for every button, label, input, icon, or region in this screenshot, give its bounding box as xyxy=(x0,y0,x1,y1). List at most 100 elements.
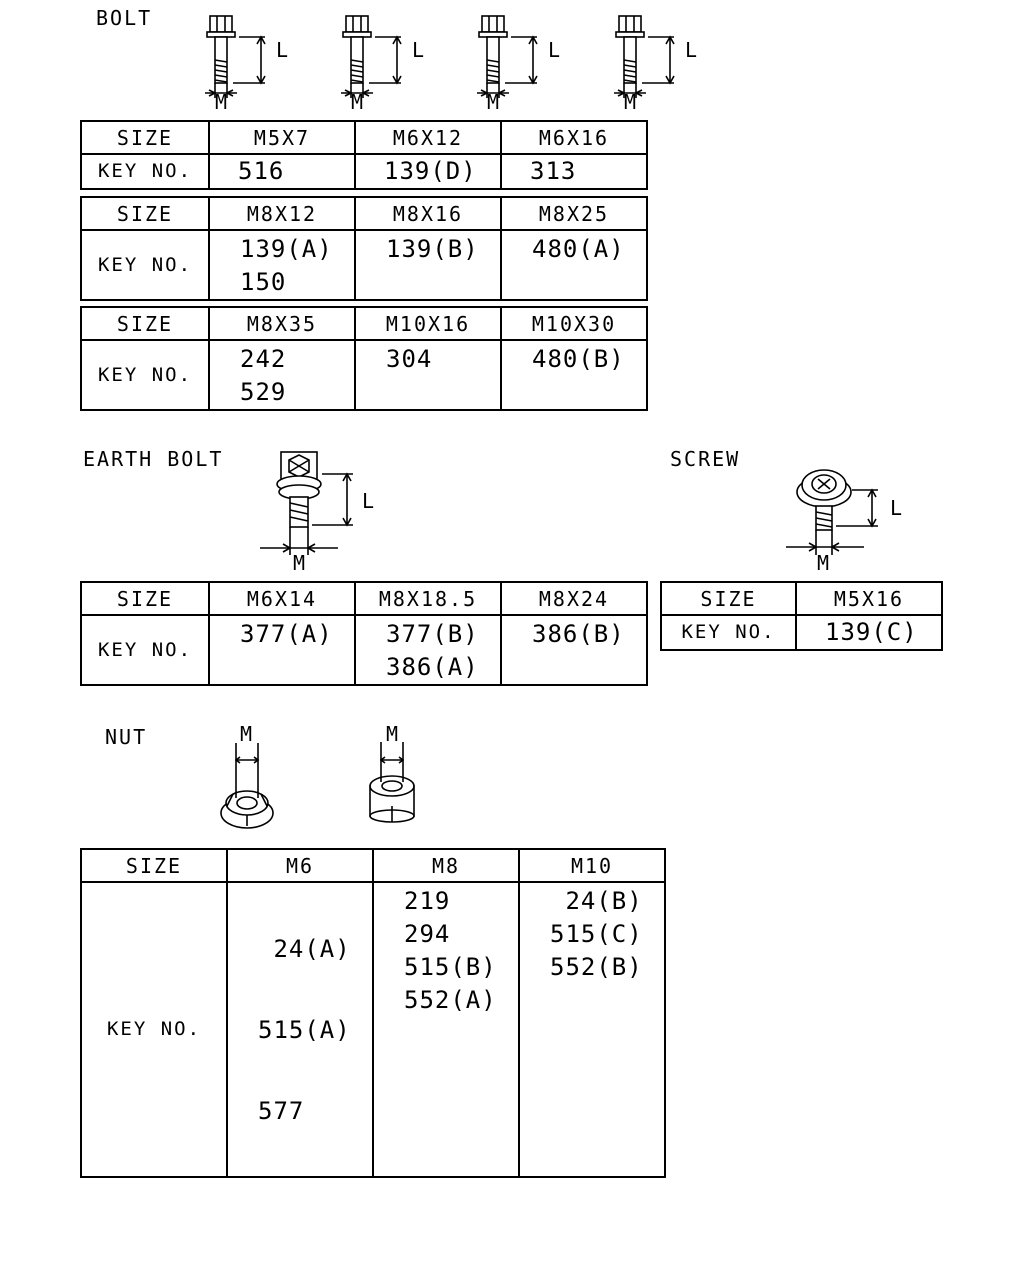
size-header: SIZE xyxy=(80,306,210,341)
size-header: SIZE xyxy=(80,581,210,616)
bolt-diagram-2 xyxy=(340,15,402,99)
key-row: KEY NO. 139(C) xyxy=(660,614,943,651)
key-number: 552(A) xyxy=(404,986,497,1014)
key-cell: 516 xyxy=(208,153,356,190)
key-number: 377(A) xyxy=(240,620,333,648)
size-header: SIZE xyxy=(80,848,228,883)
size-cell: M10 xyxy=(518,848,666,883)
bolt-table-1: SIZE M5X7 M6X12 M6X16 KEY NO. 516 139(D)… xyxy=(80,120,648,190)
key-number: 515(B) xyxy=(404,953,497,981)
key-number: 139(C) xyxy=(825,618,918,646)
dim-label-l: L xyxy=(276,38,288,62)
key-no-header: KEY NO. xyxy=(80,881,228,1178)
size-cell: M5X16 xyxy=(795,581,943,616)
key-row: KEY NO. 242 529 304 480(B) xyxy=(80,339,648,411)
size-row: SIZE M8X35 M10X16 M10X30 xyxy=(80,306,648,341)
size-cell: M6X12 xyxy=(354,120,502,155)
screw-section-title: SCREW xyxy=(670,447,741,471)
key-number: 386(A) xyxy=(386,653,479,681)
size-cell: M10X30 xyxy=(500,306,648,341)
size-row: SIZE M5X7 M6X12 M6X16 xyxy=(80,120,648,155)
key-cell: 139(D) xyxy=(354,153,502,190)
key-number: 377(B) xyxy=(386,620,479,648)
key-number: 515(A) xyxy=(258,1016,351,1044)
earth-bolt-section-title: EARTH BOLT xyxy=(83,447,224,471)
dim-label-l: L xyxy=(685,38,697,62)
dim-label-m: M xyxy=(215,90,227,114)
key-no-header: KEY NO. xyxy=(660,614,797,651)
key-number: 139(D) xyxy=(384,157,477,185)
size-cell: M8X24 xyxy=(500,581,648,616)
dim-label-m: M xyxy=(817,551,829,575)
key-number: 242 xyxy=(240,345,287,373)
key-number: 529 xyxy=(240,378,287,406)
dim-label-m: M xyxy=(240,722,252,746)
bolt-diagram-1 xyxy=(204,15,266,99)
screw-table: SIZE M5X16 KEY NO. 139(C) xyxy=(660,581,943,651)
key-cell: 304 xyxy=(354,339,502,411)
key-cell: 377(B) 386(A) xyxy=(354,614,502,686)
key-cell: 377(A) xyxy=(208,614,356,686)
hex-nut-diagram xyxy=(369,742,415,823)
key-number: 219 xyxy=(404,887,451,915)
nut-section-title: NUT xyxy=(105,725,148,749)
dim-label-l: L xyxy=(412,38,424,62)
key-number: 552(B) xyxy=(550,953,643,981)
dim-label-l: L xyxy=(548,38,560,62)
key-number: 139(A) xyxy=(240,235,333,263)
key-cell: 24(A) 515(A) 577 xyxy=(226,881,374,1178)
key-cell: 139(B) xyxy=(354,229,502,301)
size-header: SIZE xyxy=(660,581,797,616)
key-cell: 480(B) xyxy=(500,339,648,411)
key-number: 139(B) xyxy=(386,235,479,263)
screw-diagram xyxy=(786,469,878,555)
size-cell: M5X7 xyxy=(208,120,356,155)
size-cell: M6 xyxy=(226,848,374,883)
key-no-header: KEY NO. xyxy=(80,614,210,686)
bolt-table-2: SIZE M8X12 M8X16 M8X25 KEY NO. 139(A) 15… xyxy=(80,196,648,301)
bolt-table-3: SIZE M8X35 M10X16 M10X30 KEY NO. 242 529… xyxy=(80,306,648,411)
key-number: 386(B) xyxy=(532,620,625,648)
key-number: 577 xyxy=(258,1097,305,1125)
dim-label-m: M xyxy=(293,551,305,575)
size-cell: M6X16 xyxy=(500,120,648,155)
size-row: SIZE M6 M8 M10 xyxy=(80,848,666,883)
key-cell: 242 529 xyxy=(208,339,356,411)
size-cell: M8 xyxy=(372,848,520,883)
dim-label-l: L xyxy=(362,489,374,513)
key-cell: 386(B) xyxy=(500,614,648,686)
dim-label-l: L xyxy=(890,496,902,520)
key-cell: 139(A) 150 xyxy=(208,229,356,301)
size-cell: M8X35 xyxy=(208,306,356,341)
key-cell: 313 xyxy=(500,153,648,190)
key-number: 313 xyxy=(530,157,577,185)
key-number: 515(C) xyxy=(550,920,643,948)
key-no-header: KEY NO. xyxy=(80,229,210,301)
key-row: KEY NO. 377(A) 377(B) 386(A) 386(B) xyxy=(80,614,648,686)
size-header: SIZE xyxy=(80,196,210,231)
key-number: 150 xyxy=(240,268,287,296)
key-cell: 139(C) xyxy=(795,614,943,651)
key-cell: 480(A) xyxy=(500,229,648,301)
key-number: 24(B) xyxy=(550,887,643,915)
size-row: SIZE M5X16 xyxy=(660,581,943,616)
key-number: 480(B) xyxy=(532,345,625,373)
earth-bolt-diagram xyxy=(260,451,353,555)
key-number: 516 xyxy=(238,157,285,185)
size-cell: M8X12 xyxy=(208,196,356,231)
key-cell: 219 294 515(B) 552(A) xyxy=(372,881,520,1178)
size-header: SIZE xyxy=(80,120,210,155)
key-number: 24(A) xyxy=(258,935,351,963)
key-no-header: KEY NO. xyxy=(80,153,210,190)
flange-nut-diagram xyxy=(220,742,274,829)
key-row: KEY NO. 24(A) 515(A) 577 219 294 515(B) … xyxy=(80,881,666,1178)
dim-label-m: M xyxy=(386,722,398,746)
key-number: 294 xyxy=(404,920,451,948)
key-number: 480(A) xyxy=(532,235,625,263)
bolt-section-title: BOLT xyxy=(96,6,153,30)
earth-bolt-table: SIZE M6X14 M8X18.5 M8X24 KEY NO. 377(A) … xyxy=(80,581,648,686)
dim-label-m: M xyxy=(487,90,499,114)
key-number: 304 xyxy=(386,345,433,373)
dim-label-m: M xyxy=(624,90,636,114)
